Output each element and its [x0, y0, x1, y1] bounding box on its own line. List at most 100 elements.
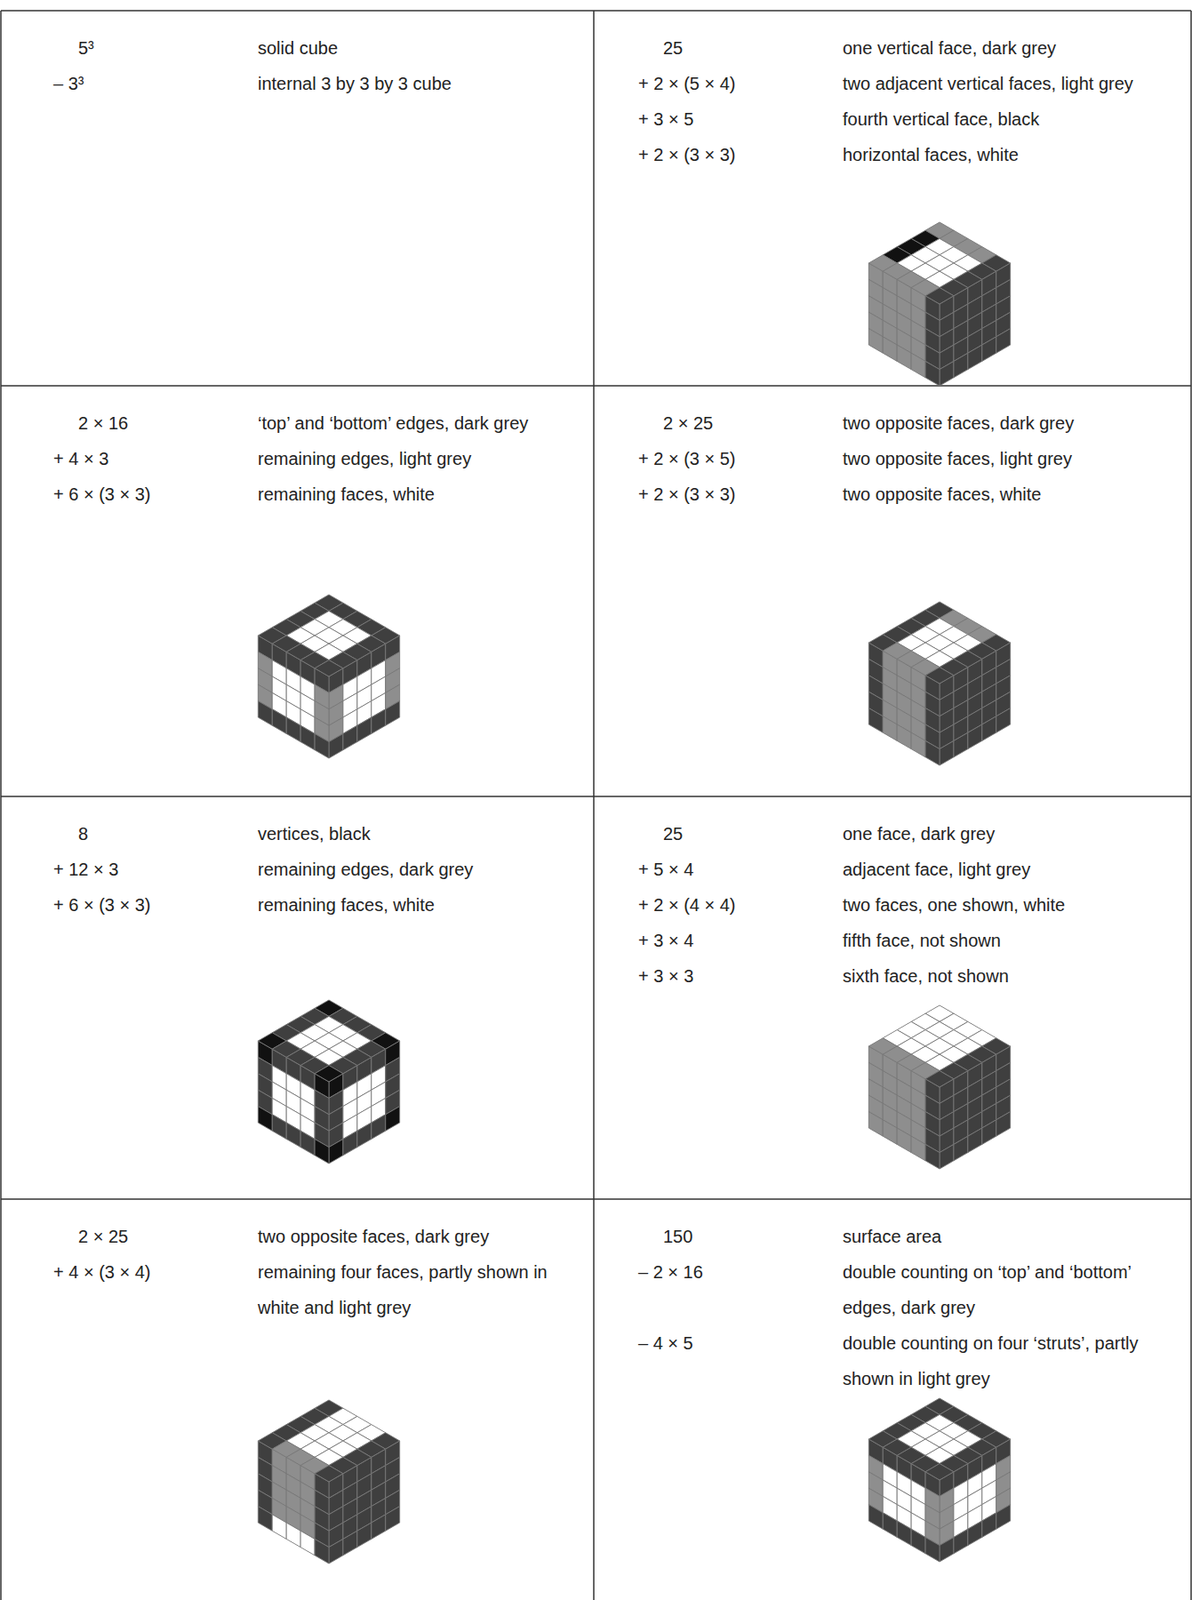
expression-term: + 2 × (4 × 4)	[638, 887, 736, 923]
cube-cell	[996, 328, 1011, 354]
cube-cell	[371, 1114, 386, 1140]
expression-term: + 2 × (3 × 3)	[638, 476, 736, 512]
cube-cell	[953, 1136, 968, 1161]
cube-cell	[925, 740, 940, 766]
expression-term: + 3 × 5	[638, 101, 694, 137]
cube-cell	[343, 1530, 358, 1556]
cube-cell	[286, 1122, 301, 1148]
cube-cell	[925, 1464, 954, 1480]
cube-cell	[357, 1522, 372, 1548]
expression-term: + 12 × 3	[53, 851, 119, 888]
term-description: sixth face, not shown	[842, 958, 1163, 994]
expression-term: + 2 × (3 × 3)	[638, 136, 736, 173]
table-rule	[0, 9, 1192, 12]
cube-cell	[286, 1522, 301, 1548]
cube-cell	[272, 709, 287, 735]
cube-cell	[939, 1144, 954, 1169]
term-description: two opposite faces, dark grey	[257, 1218, 578, 1255]
cube-cell	[343, 725, 358, 751]
cube-cell	[328, 1538, 344, 1564]
term-description: solid cube	[257, 30, 578, 66]
cube-cell	[314, 733, 329, 759]
cube-cell	[868, 1112, 883, 1137]
cube-cell	[925, 288, 954, 304]
cube-cell	[272, 1514, 287, 1540]
term-description: remaining edges, light grey	[257, 440, 578, 477]
expression-term: 25	[638, 816, 683, 852]
term-description: remaining faces, white	[257, 476, 578, 512]
cube	[257, 1400, 400, 1564]
term-description: double counting on four ‘struts’, partly…	[842, 1325, 1163, 1397]
cube	[257, 1000, 400, 1164]
cube-cell	[882, 336, 897, 362]
term-description: remaining four faces, partly shown in wh…	[257, 1254, 578, 1326]
cube-cell	[257, 701, 272, 727]
term-description: horizontal faces, white	[842, 136, 1163, 173]
expression-term: 150	[638, 1218, 693, 1255]
expression-term: – 4 × 5	[638, 1325, 694, 1361]
cube-cell	[385, 701, 400, 727]
expression-term: + 2 × (3 × 5)	[638, 440, 736, 477]
expression-term: – 3³	[53, 65, 84, 102]
expression-term: + 6 × (3 × 3)	[53, 476, 152, 512]
cube-cell	[300, 725, 315, 751]
term-description: ‘top’ and ‘bottom’ edges, dark grey	[257, 405, 578, 441]
term-description: surface area	[842, 1218, 1163, 1255]
table-rule	[0, 795, 1192, 798]
expression-term: + 4 × (3 × 4)	[53, 1254, 152, 1290]
table-rule	[0, 1198, 1192, 1200]
cube-cell	[314, 660, 344, 677]
cube-cell	[357, 717, 372, 743]
cube-cell	[925, 1071, 954, 1088]
cube-cell	[882, 1512, 897, 1538]
cube-cell	[911, 1136, 926, 1161]
cube-cell	[982, 336, 997, 362]
expression-term: + 3 × 4	[638, 922, 694, 959]
cube-cell	[996, 708, 1011, 734]
cube-cell	[911, 1528, 926, 1554]
cube-cell	[300, 1530, 315, 1556]
cube-cell	[939, 360, 954, 386]
cube-cell	[328, 1138, 344, 1164]
cube-cell	[996, 1504, 1011, 1530]
cube-cell	[371, 1514, 386, 1540]
term-description: internal 3 by 3 by 3 cube	[257, 65, 578, 102]
expression-term: + 3 × 3	[638, 958, 694, 994]
expression-term: – 2 × 16	[638, 1254, 704, 1290]
cube-cell	[911, 732, 926, 758]
table-rules	[0, 10, 1192, 1600]
cube-cell	[968, 724, 983, 750]
cube-cell	[314, 1465, 344, 1482]
table-rule	[1190, 10, 1192, 1600]
cube-cell	[300, 1130, 315, 1156]
cube-cell	[314, 1538, 329, 1564]
cube-cell	[343, 1130, 358, 1156]
term-description: adjacent face, light grey	[842, 851, 1163, 888]
table-rule	[0, 384, 1192, 387]
cube-cell	[996, 1112, 1011, 1137]
cube-cell	[968, 1520, 983, 1546]
cube-cell	[953, 352, 968, 378]
expression-term: 5³	[53, 30, 95, 66]
term-description: remaining edges, dark grey	[257, 851, 578, 888]
cube	[868, 222, 1010, 386]
cube-cell	[982, 716, 997, 742]
term-description: two adjacent vertical faces, light grey	[842, 65, 1163, 102]
cube-cell	[982, 1512, 997, 1538]
cube-cell	[314, 1065, 344, 1082]
cube-cell	[314, 1138, 329, 1164]
cube-cell	[868, 1504, 883, 1530]
cube-cell	[896, 724, 912, 750]
cube-cell	[272, 1114, 287, 1140]
cube-cell	[257, 1106, 272, 1132]
cube-cell	[982, 1120, 997, 1145]
cube-cell	[925, 1144, 940, 1169]
cube-cell	[385, 1106, 400, 1132]
cube-cell	[882, 716, 897, 742]
table-rule	[592, 10, 595, 1600]
cube-cell	[371, 709, 386, 735]
expression-term: + 6 × (3 × 3)	[53, 887, 152, 923]
